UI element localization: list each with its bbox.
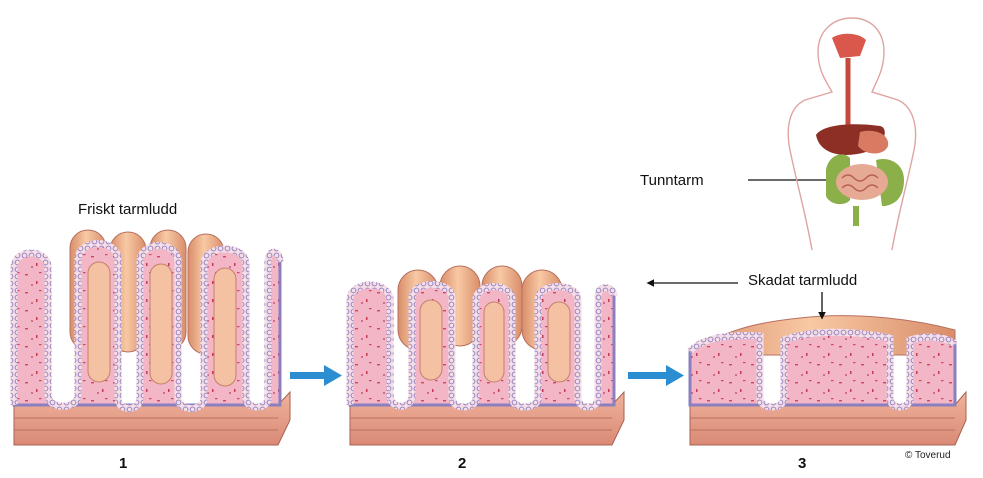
progress-arrow-2 [628,365,684,386]
label-small-intestine: Tunntarm [640,172,704,189]
progress-arrow-1 [290,365,342,386]
stage-number-3: 3 [798,455,806,472]
villi-block-partial [350,266,624,445]
label-healthy-villi: Friskt tarmludd [78,201,177,218]
credit-label: © Toverud [905,450,951,461]
stage-number-1: 1 [119,455,127,472]
villi-block-healthy [14,230,290,445]
label-damaged-villi: Skadat tarmludd [748,272,857,289]
body-digestive-illustration [788,18,915,250]
stage-number-2: 2 [458,455,466,472]
villi-block-damaged [690,316,966,445]
